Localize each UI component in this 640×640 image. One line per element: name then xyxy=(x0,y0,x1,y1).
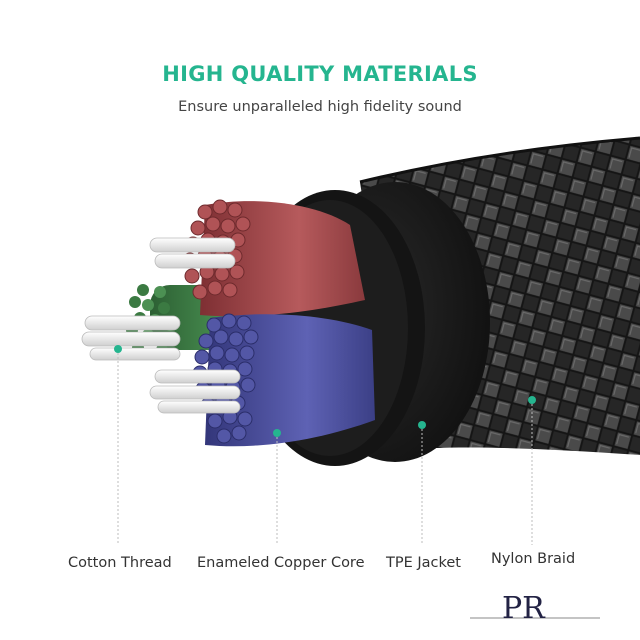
cotton-thread-bundles xyxy=(81,237,241,414)
cotton-thread-marker xyxy=(114,345,122,353)
label-enameled-copper-core: Enameled Copper Core xyxy=(197,555,365,571)
nylon-braid-marker xyxy=(528,396,536,404)
callout-lines xyxy=(117,349,533,545)
brand-logo: PR xyxy=(470,591,600,626)
page-subtitle: Ensure unparalleled high fidelity sound xyxy=(178,99,462,115)
page-title: HIGH QUALITY MATERIALS xyxy=(162,62,478,86)
callout-dots xyxy=(114,345,536,437)
svg-text:PR: PR xyxy=(502,591,546,626)
tpe-jacket-marker xyxy=(418,421,426,429)
copper-core-marker xyxy=(273,429,281,437)
label-tpe-jacket: TPE Jacket xyxy=(386,555,461,571)
label-cotton-thread: Cotton Thread xyxy=(68,555,172,571)
label-nylon-braid: Nylon Braid xyxy=(491,551,576,567)
